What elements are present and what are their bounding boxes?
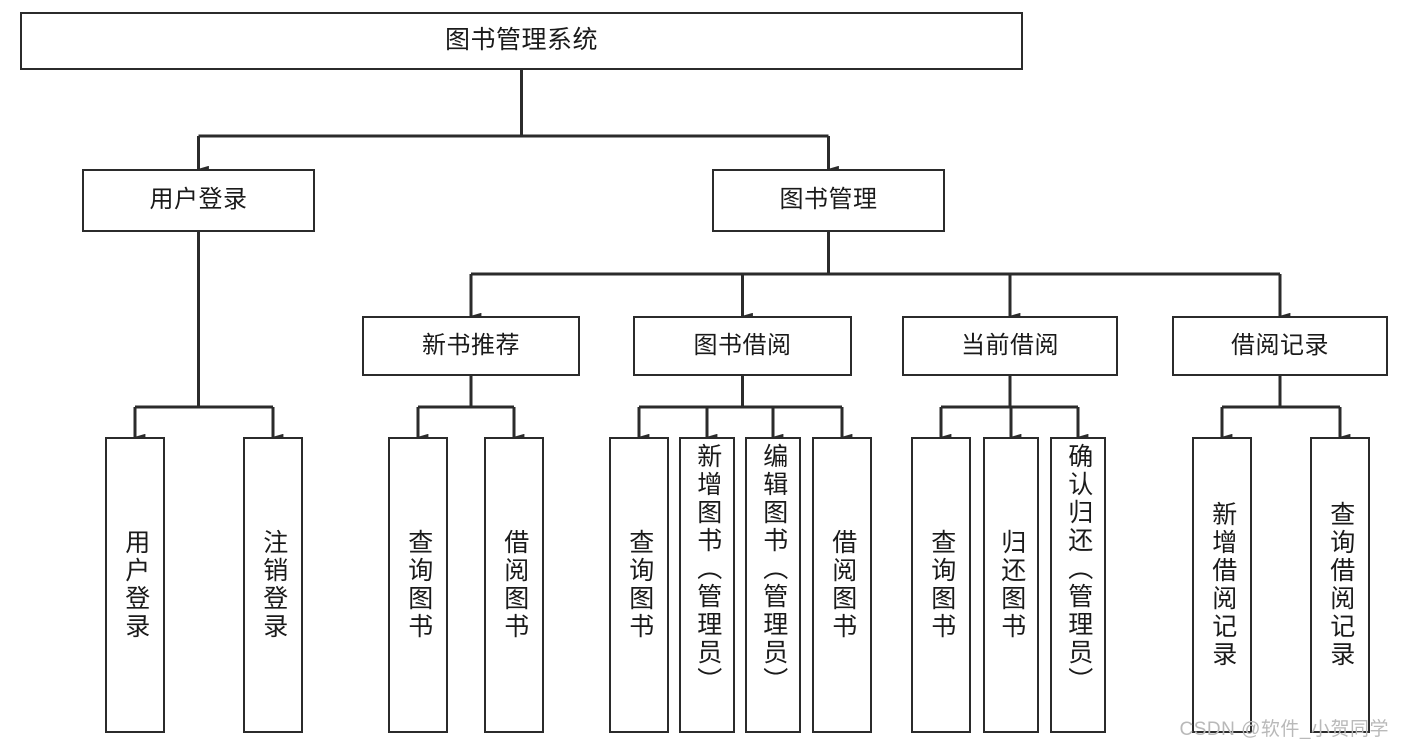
node-label: 新增图书（管理员）	[693, 443, 722, 695]
node-leaf-cu-confirm[interactable]: 确认归还（管理员）	[1050, 437, 1106, 733]
node-label: 确认归还（管理员）	[1064, 443, 1093, 695]
node-label: 借阅记录	[1231, 331, 1329, 359]
node-records[interactable]: 借阅记录	[1172, 316, 1388, 376]
node-label: 图书管理	[779, 186, 878, 214]
node-label: 新增借阅记录	[1208, 501, 1237, 669]
node-leaf-rc-query[interactable]: 查询借阅记录	[1310, 437, 1370, 733]
node-label: 用户登录	[121, 529, 150, 641]
node-label: 查询图书	[625, 529, 654, 641]
node-bookmgmt[interactable]: 图书管理	[712, 169, 945, 232]
node-label: 图书管理系统	[444, 26, 598, 55]
node-leaf-cu-return[interactable]: 归还图书	[983, 437, 1039, 733]
node-leaf-user-login[interactable]: 用户登录	[105, 437, 165, 733]
node-root[interactable]: 图书管理系统	[20, 12, 1023, 70]
node-leaf-bw-add[interactable]: 新增图书（管理员）	[679, 437, 735, 733]
node-newbook[interactable]: 新书推荐	[362, 316, 580, 376]
node-label: 新书推荐	[422, 331, 520, 359]
node-label: 借阅图书	[828, 529, 857, 641]
node-borrow[interactable]: 图书借阅	[633, 316, 852, 376]
node-label: 注销登录	[259, 529, 288, 641]
node-label: 用户登录	[149, 186, 248, 214]
node-label: 图书借阅	[693, 331, 792, 359]
node-label: 查询借阅记录	[1326, 501, 1355, 669]
node-leaf-bw-query[interactable]: 查询图书	[609, 437, 669, 733]
node-login[interactable]: 用户登录	[82, 169, 315, 232]
node-leaf-bw-edit[interactable]: 编辑图书（管理员）	[745, 437, 801, 733]
node-label: 当前借阅	[961, 331, 1059, 359]
node-label: 编辑图书（管理员）	[759, 443, 788, 695]
node-leaf-user-logout[interactable]: 注销登录	[243, 437, 303, 733]
node-leaf-cu-query[interactable]: 查询图书	[911, 437, 971, 733]
node-leaf-rc-add[interactable]: 新增借阅记录	[1192, 437, 1252, 733]
node-leaf-bw-borrow[interactable]: 借阅图书	[812, 437, 872, 733]
watermark-text: CSDN @软件_小贺同学	[1179, 719, 1389, 740]
node-label: 查询图书	[404, 529, 433, 641]
node-label: 查询图书	[927, 529, 956, 641]
node-current[interactable]: 当前借阅	[902, 316, 1118, 376]
node-leaf-nb-borrow[interactable]: 借阅图书	[484, 437, 544, 733]
node-label: 借阅图书	[500, 529, 529, 641]
node-label: 归还图书	[997, 529, 1026, 641]
node-leaf-nb-query[interactable]: 查询图书	[388, 437, 448, 733]
